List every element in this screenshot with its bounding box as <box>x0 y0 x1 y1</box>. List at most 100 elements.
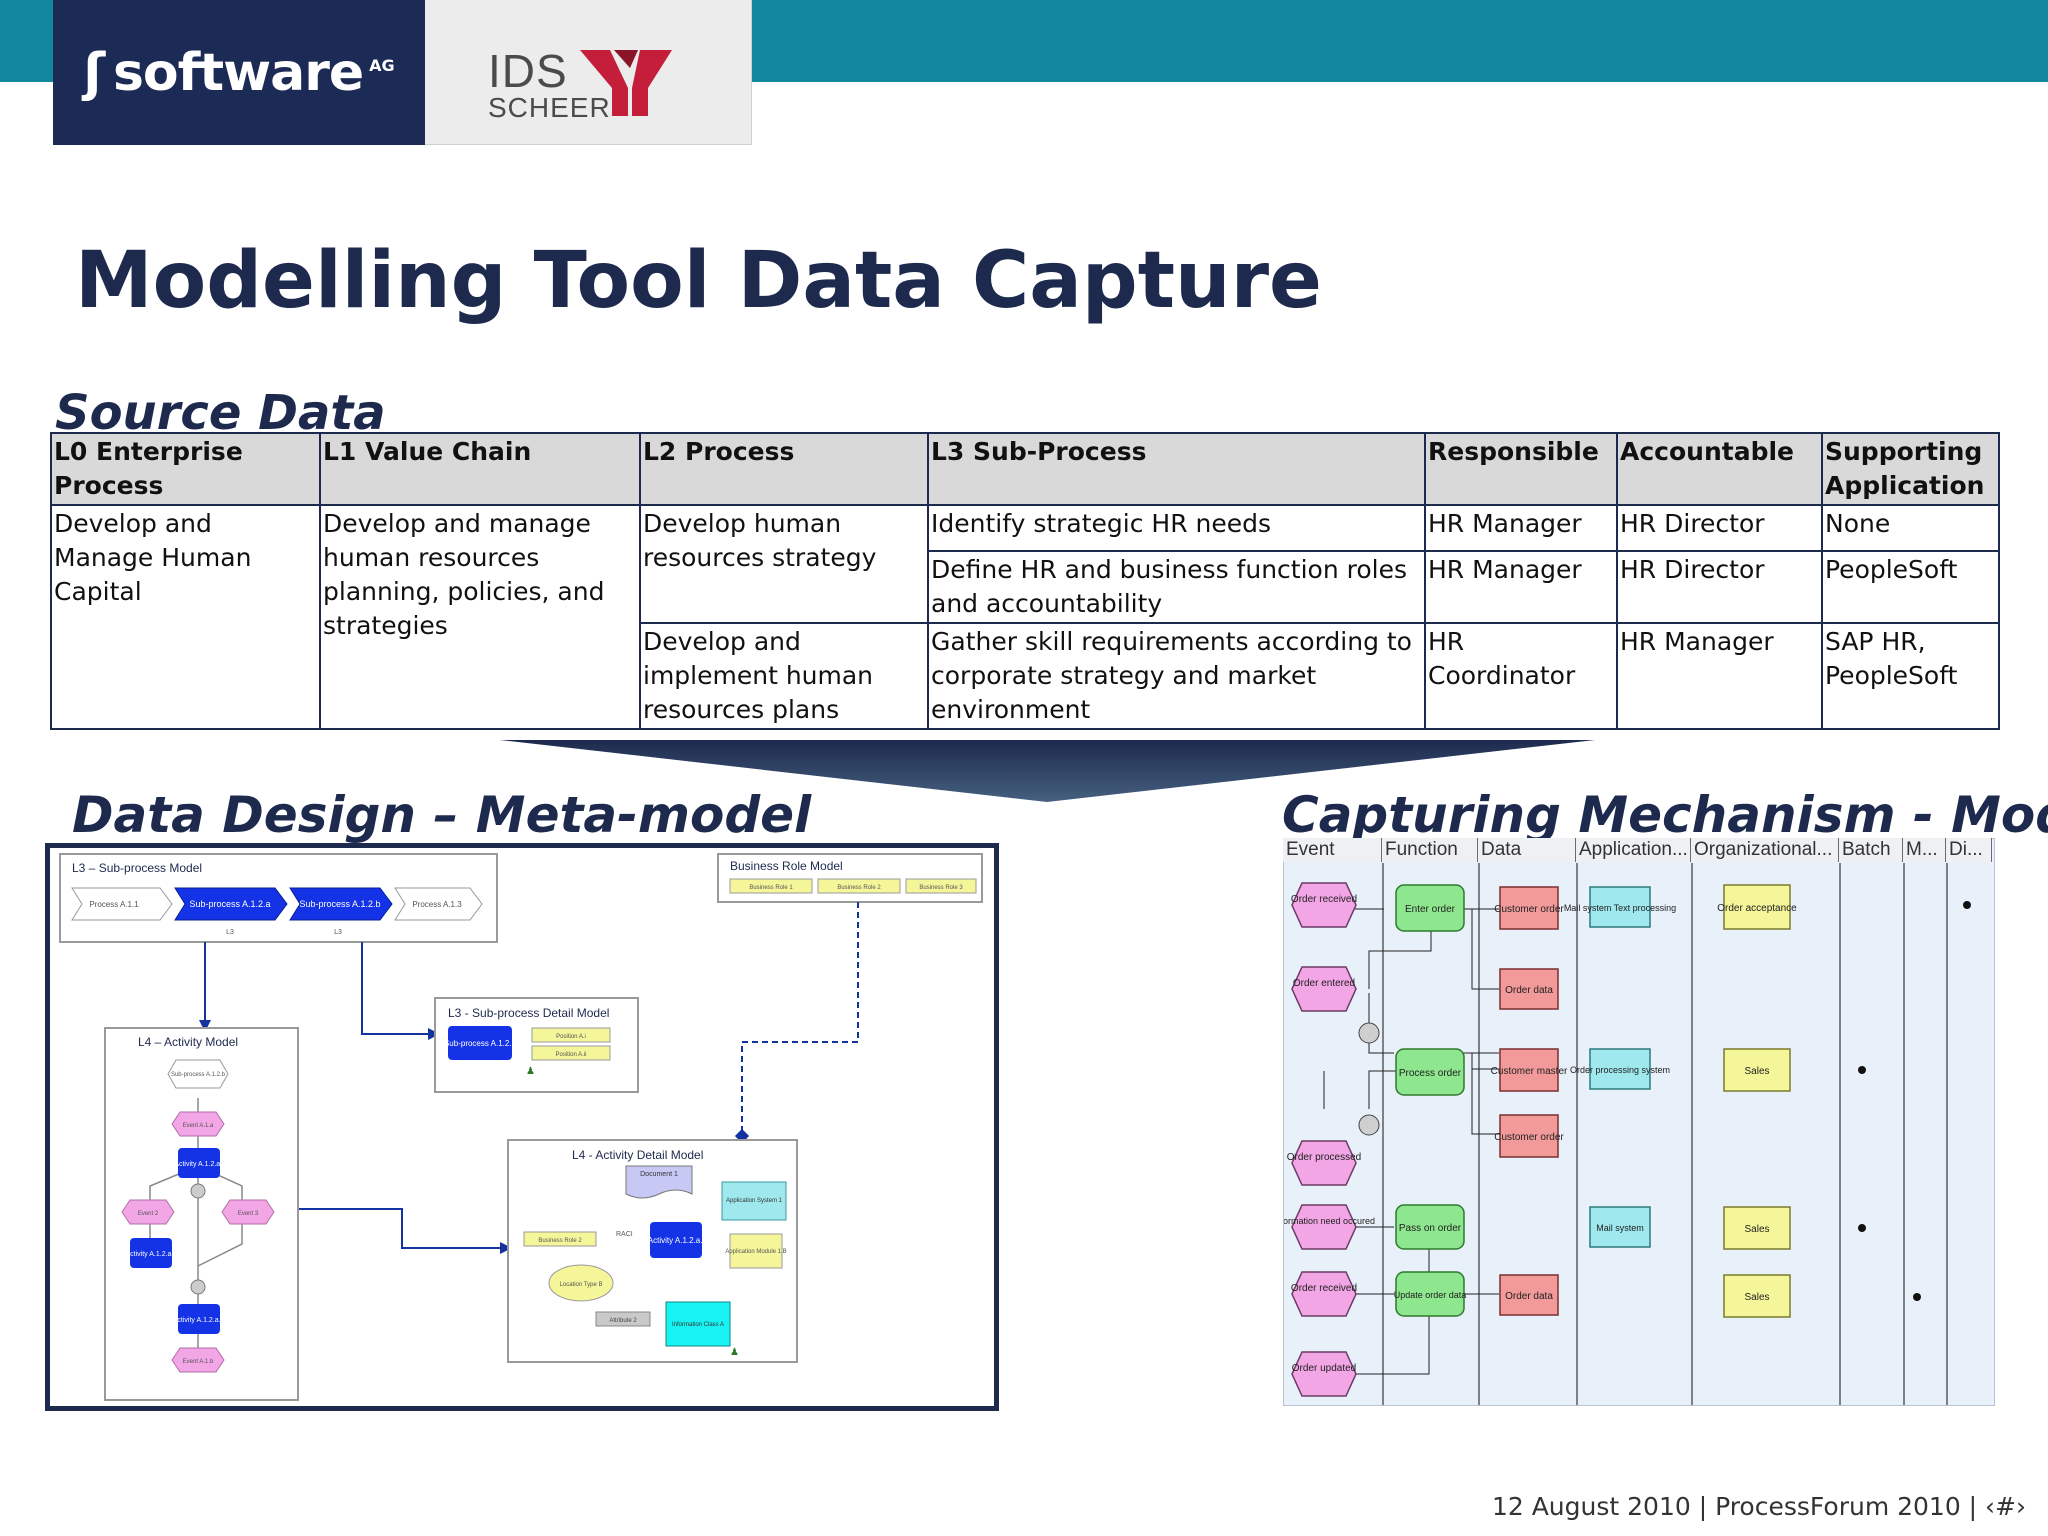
table-row: Develop and Manage Human Capital Develop… <box>50 504 2000 730</box>
role-model-box <box>717 853 983 903</box>
data-label: Customer order <box>1494 1132 1564 1143</box>
function-node <box>1395 884 1465 932</box>
connector <box>741 902 859 1135</box>
application-node <box>1589 1048 1651 1090</box>
org-unit-label: Sales <box>1744 1292 1769 1303</box>
role-node <box>817 878 901 894</box>
column-header: L3 Sub-Process <box>927 432 1426 506</box>
software-ag-logo-suffix: AG <box>369 56 395 75</box>
event-node <box>1291 1204 1357 1250</box>
role-node <box>905 878 977 894</box>
section-title-capture: Capturing Mechanism - Model <box>1282 786 2048 844</box>
software-ag-logo-text: software <box>112 42 364 103</box>
l4-node <box>121 1199 175 1225</box>
l3-chain-node <box>174 887 288 921</box>
person-icon: ♟ <box>526 1066 535 1077</box>
position-label: Position A.ii <box>555 1052 586 1058</box>
function-label: Update order data <box>1394 1290 1467 1300</box>
table-cell-accountable: HR Director <box>1616 504 1823 552</box>
down-arrow-icon <box>500 740 1595 802</box>
event-label: Information need occured <box>1284 1216 1375 1226</box>
role-node <box>523 1231 597 1247</box>
column-header: L0 Enterprise Process <box>50 432 321 506</box>
arrowhead-icon <box>500 1242 512 1254</box>
application-node <box>721 1181 787 1221</box>
connector <box>361 942 430 1035</box>
l4-node-label: Event A.1.a <box>183 1123 214 1129</box>
data-node <box>1499 886 1559 930</box>
connector <box>284 1208 502 1249</box>
role-node <box>729 878 813 894</box>
marker-dot <box>1858 1224 1866 1232</box>
l4-node <box>171 1111 225 1137</box>
position-label: Position A.i <box>556 1034 586 1040</box>
l4-detail-label: RACI <box>616 1231 633 1238</box>
application-node <box>1589 886 1651 928</box>
event-label: Order processed <box>1287 1152 1361 1163</box>
role-label: Business Role 2 <box>837 885 881 891</box>
event-label: Order received <box>1291 1283 1357 1294</box>
column-header: L2 Process <box>639 432 929 506</box>
column-header: Accountable <box>1616 432 1823 506</box>
table-cell-l2: Develop and implement human resources pl… <box>639 622 929 730</box>
application-label: Mail system <box>1596 1223 1644 1233</box>
table-cell-l3: Define HR and business function roles an… <box>927 550 1426 624</box>
l3-chain-label: Sub-process A.1.2.a <box>189 899 270 909</box>
l3-chain-sub: L3 <box>334 929 342 936</box>
marker-dot <box>1913 1293 1921 1301</box>
l3-chain-node <box>289 887 393 921</box>
xor-connector-icon <box>1358 1114 1380 1136</box>
l4-node-label: Event 2 <box>138 1211 159 1217</box>
l3-chain-sub: L3 <box>226 929 234 936</box>
role-label: Business Role 1 <box>749 885 793 891</box>
data-label: Customer master <box>1491 1066 1568 1077</box>
lane-header-cell: Batch <box>1839 838 1903 862</box>
l3-chain-node <box>71 887 173 921</box>
table-cell-responsible: HR Manager <box>1424 504 1618 552</box>
l4-detail-label: Information Class A <box>672 1322 724 1328</box>
event-label: Order received <box>1291 894 1357 905</box>
application-label: Order processing system <box>1570 1065 1670 1075</box>
l3-chain-label: Process A.1.1 <box>89 900 139 909</box>
lane-header-cell: Event <box>1283 838 1382 862</box>
org-unit-node <box>1723 1274 1791 1318</box>
table-header-row: L0 Enterprise Process L1 Value Chain L2 … <box>50 432 2000 506</box>
l4-detail-label: Document 1 <box>640 1171 678 1178</box>
org-unit-node <box>1723 884 1791 930</box>
data-label: Order data <box>1505 985 1553 996</box>
l4-node <box>178 1304 220 1334</box>
data-node <box>1499 1274 1559 1316</box>
module-node <box>729 1233 783 1269</box>
event-node <box>1291 966 1357 1012</box>
l4-node <box>221 1199 275 1225</box>
data-label: Customer order <box>1494 904 1564 915</box>
lane-header-cell: Application... <box>1576 838 1691 862</box>
location-node <box>548 1264 614 1302</box>
l4-node-label: Activity A.1.2.a.i <box>174 1161 224 1168</box>
document-node <box>625 1165 693 1199</box>
connector <box>1344 1307 1430 1375</box>
l4-detail-title: L4 - Activity Detail Model <box>572 1148 703 1162</box>
function-node <box>1395 1271 1465 1317</box>
arrowhead-icon <box>199 1020 211 1032</box>
event-label: Order entered <box>1293 978 1355 989</box>
function-node <box>1395 1204 1465 1250</box>
data-node <box>1499 1114 1559 1158</box>
attribute-node <box>595 1311 651 1327</box>
event-node <box>1291 882 1357 928</box>
table-cell-responsible: HR Manager <box>1424 550 1618 624</box>
l3-chain-label: Sub-process A.1.2.b <box>299 899 380 909</box>
marker-dot <box>1963 901 1971 909</box>
function-label: Pass on order <box>1399 1223 1462 1234</box>
role-model-title: Business Role Model <box>730 859 843 873</box>
role-label: Business Role 3 <box>919 885 963 891</box>
footer: 12 August 2010 | ProcessForum 2010 | ‹#› <box>1491 1492 2026 1521</box>
function-label: Process order <box>1399 1068 1462 1079</box>
xor-connector-icon <box>1358 1022 1380 1044</box>
l3-chain-node <box>394 887 483 921</box>
lane-header-cell: Organizational... <box>1691 838 1839 862</box>
application-label: Mail system Text processing <box>1564 903 1676 913</box>
l4-title: L4 – Activity Model <box>138 1035 238 1049</box>
l4-node <box>130 1238 172 1268</box>
information-class-node <box>665 1301 731 1347</box>
